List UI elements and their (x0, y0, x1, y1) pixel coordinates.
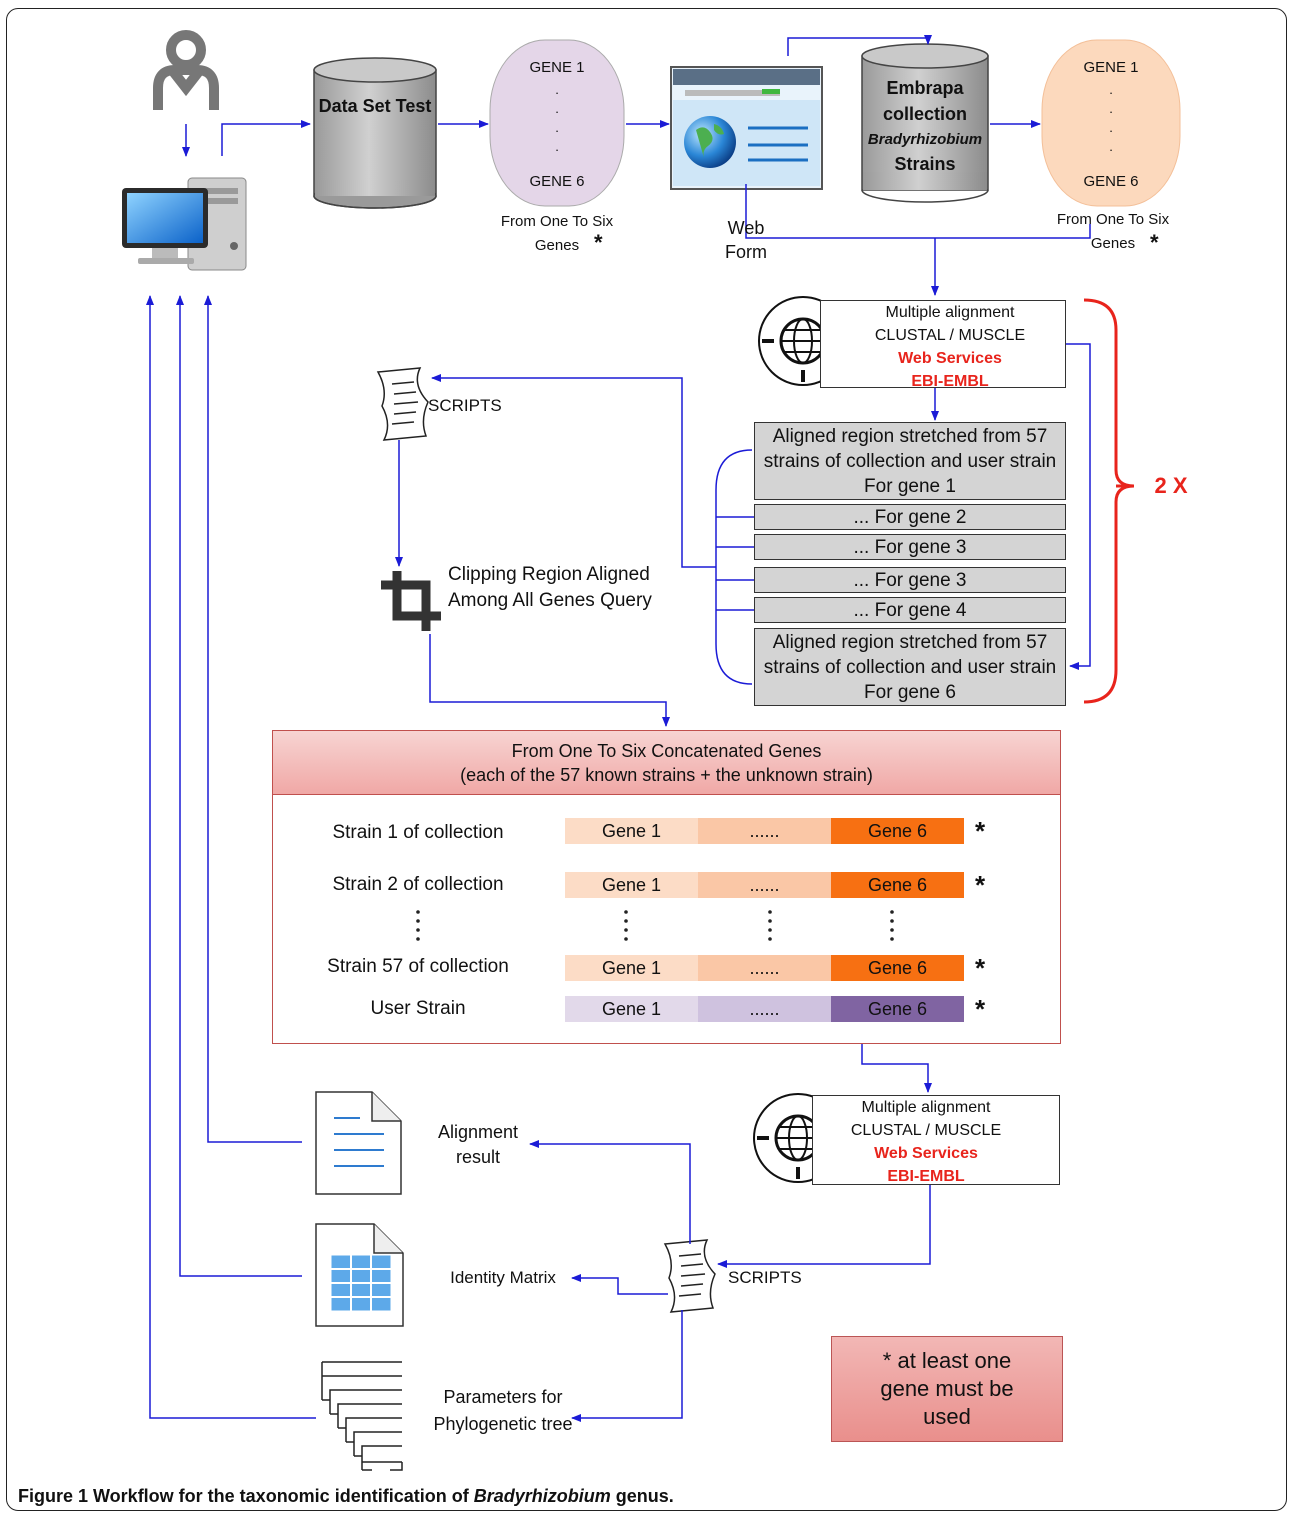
ws1-line4: EBI-EMBL (911, 373, 989, 390)
ws2-line2: CLUSTAL / MUSCLE (850, 1122, 1002, 1139)
computer-icon (122, 177, 247, 271)
user-icon (153, 30, 219, 110)
concat-header: From One To Six Concatenated Genes (each… (273, 731, 1060, 795)
user-gene6: Gene 6 (831, 996, 964, 1022)
note-text: * at least one gene must be used (880, 1348, 1014, 1429)
gene-set-right-top: GENE 1 (1083, 59, 1139, 76)
web-service-box-2: Multiple alignment CLUSTAL / MUSCLE Web … (812, 1095, 1060, 1185)
gene-set-left-shape (489, 39, 625, 207)
web-service-box-1: Multiple alignment CLUSTAL / MUSCLE Web … (820, 300, 1066, 390)
scripts-icon-bottom (663, 1239, 716, 1313)
workflow-arrows (146, 35, 1091, 1422)
ws2-line4: EBI-EMBL (887, 1168, 965, 1185)
figure-frame (6, 8, 1287, 1511)
gene-set-right-bottom: GENE 6 (1083, 173, 1139, 190)
web-form-icon (670, 66, 823, 190)
tree-params-label: Parameters for Phylogenetic tree (433, 1387, 573, 1434)
data-set-cylinder (313, 57, 437, 209)
aligned-region-first: Aligned region stretched from 57 strains… (754, 422, 1066, 500)
strain2-gene6: Gene 6 (831, 872, 964, 898)
identity-matrix-label: Identity Matrix (450, 1268, 556, 1287)
user-star: * (975, 994, 986, 1024)
crop-icon (381, 571, 441, 631)
document-icon (315, 1091, 402, 1195)
strain1-mid: ...... (698, 818, 831, 844)
note-box: * at least one gene must be used (831, 1336, 1063, 1442)
caption-suffix: genus. (615, 1486, 674, 1506)
gene-set-left-top: GENE 1 (529, 59, 585, 76)
strain-row-label-4: User Strain (370, 998, 466, 1019)
strain1-star: * (975, 816, 986, 846)
gene-set-right-caption: From One To Six Genes (1056, 211, 1170, 252)
caption-genus: Bradyrhizobium (473, 1486, 611, 1506)
strain-row-label-2: Strain 2 of collection (332, 874, 504, 895)
gene-set-right-star: * (1150, 230, 1159, 255)
figure-caption: Figure 1 Workflow for the taxonomic iden… (18, 1486, 674, 1507)
ws2-line3: Web Services (874, 1145, 978, 1162)
aligned-row-1: ... For gene 2 (754, 504, 1066, 530)
gene-set-right-dots: . . . . (1109, 82, 1113, 154)
ws2-line1: Multiple alignment (861, 1099, 991, 1116)
strain1-gene6: Gene 6 (831, 818, 964, 844)
aligned-region-last: Aligned region stretched from 57 strains… (754, 628, 1066, 706)
strain57-gene6: Gene 6 (831, 955, 964, 981)
strain-row-label-3: Strain 57 of collection (327, 956, 509, 977)
strain2-gene1: Gene 1 (565, 872, 698, 898)
gene-set-right-shape (1041, 39, 1181, 207)
embrapa-line2: collection (882, 104, 967, 124)
gene-set-left-dots: . . . . (555, 82, 559, 154)
gene-set-left-bottom: GENE 6 (529, 173, 585, 190)
concat-title-1: From One To Six Concatenated Genes (511, 741, 822, 761)
scripts-bottom-label: SCRIPTS (728, 1268, 802, 1287)
strain57-mid: ...... (698, 955, 831, 981)
repeat-label: 2 X (1154, 473, 1188, 498)
alignment-result-label: Alignment result (437, 1122, 519, 1167)
strain-row-label-1: Strain 1 of collection (332, 822, 504, 843)
concat-title-2: (each of the 57 known strains + the unkn… (460, 765, 873, 785)
aligned-row-3: ... For gene 3 (754, 567, 1066, 593)
strain2-star: * (975, 870, 986, 900)
caption-prefix: Figure 1 Workflow for the taxonomic iden… (18, 1486, 469, 1506)
embrapa-cylinder (861, 43, 989, 203)
user-gene1: Gene 1 (565, 996, 698, 1022)
embrapa-line3: Bradyrhizobium (867, 131, 983, 148)
aligned-row-4: ... For gene 4 (754, 597, 1066, 623)
user-mid: ...... (698, 996, 831, 1022)
gene-set-left-star: * (594, 230, 603, 255)
gene-set-left-caption: From One To Six Genes (500, 213, 614, 254)
strain57-star: * (975, 953, 986, 983)
embrapa-line1: Embrapa (886, 78, 964, 98)
strain1-gene1: Gene 1 (565, 818, 698, 844)
data-set-label: Data Set Test (318, 96, 432, 116)
table-icon (315, 1223, 404, 1327)
ws1-line1: Multiple alignment (885, 304, 1015, 321)
web-form-label: Web Form (725, 218, 767, 262)
aligned-row-2: ... For gene 3 (754, 534, 1066, 560)
embrapa-line4: Strains (894, 154, 956, 174)
ws1-line3: Web Services (898, 350, 1002, 367)
scripts-top-label: SCRIPTS (428, 396, 502, 415)
strain57-gene1: Gene 1 (565, 955, 698, 981)
strain2-mid: ...... (698, 872, 831, 898)
ws1-line2: CLUSTAL / MUSCLE (874, 327, 1026, 344)
scripts-icon-top (376, 367, 429, 441)
phylogenetic-tree-icon (321, 1361, 403, 1471)
clipping-label: Clipping Region Aligned Among All Genes … (448, 564, 652, 611)
